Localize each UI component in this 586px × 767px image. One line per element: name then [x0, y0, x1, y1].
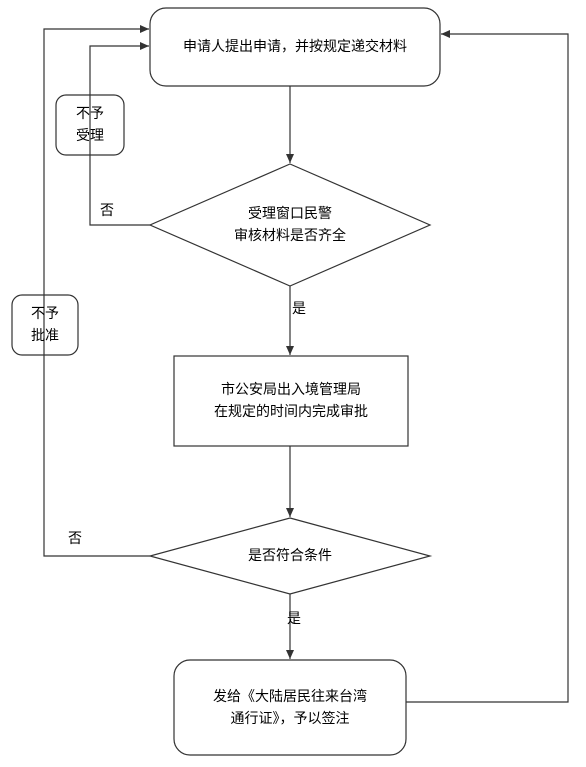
issue-text-line2: 通行证》，予以签注: [230, 711, 350, 727]
label-no-check: 否: [100, 203, 114, 219]
submit-text: 申请人提出申请，并按规定递交材料: [183, 39, 407, 55]
approve-box: [173, 355, 409, 447]
submit-box: [149, 7, 441, 87]
reject-approve-line1: 不予: [31, 306, 59, 322]
approve-text: 市公安局出入境管理局 在规定的时间内完成审批: [174, 379, 408, 423]
issue-text: 发给《大陆居民往来台湾 通行证》，予以签注: [174, 686, 406, 730]
issue-box: [173, 659, 407, 756]
loop-issue-to-submit: [406, 30, 569, 703]
reject-approve-text: 不予 批准: [12, 303, 78, 347]
approve-text-line2: 在规定的时间内完成审批: [214, 404, 368, 420]
loop-not-accepted: [89, 42, 150, 226]
eligible-text: 是否符合条件: [248, 548, 332, 564]
check-text-line2: 审核材料是否齐全: [234, 228, 346, 244]
approve-text-line1: 市公安局出入境管理局: [221, 382, 361, 398]
reject-accept-line1: 不予: [76, 106, 104, 122]
check-text-line1: 受理窗口民警: [248, 206, 332, 222]
issue-text-line1: 发给《大陆居民往来台湾: [213, 689, 367, 705]
reject-accept-text: 不予 受理: [56, 103, 124, 147]
reject-approve-line2: 批准: [31, 328, 59, 344]
reject-accept-line2: 受理: [76, 128, 104, 144]
check-text: 受理窗口民警 审核材料是否齐全: [180, 203, 400, 247]
label-no-eligible: 否: [68, 531, 82, 547]
label-yes-check: 是: [292, 301, 306, 317]
loop-not-approved: [43, 25, 150, 557]
reject-approve-note: [11, 294, 79, 356]
label-yes-eligible: 是: [287, 611, 301, 627]
